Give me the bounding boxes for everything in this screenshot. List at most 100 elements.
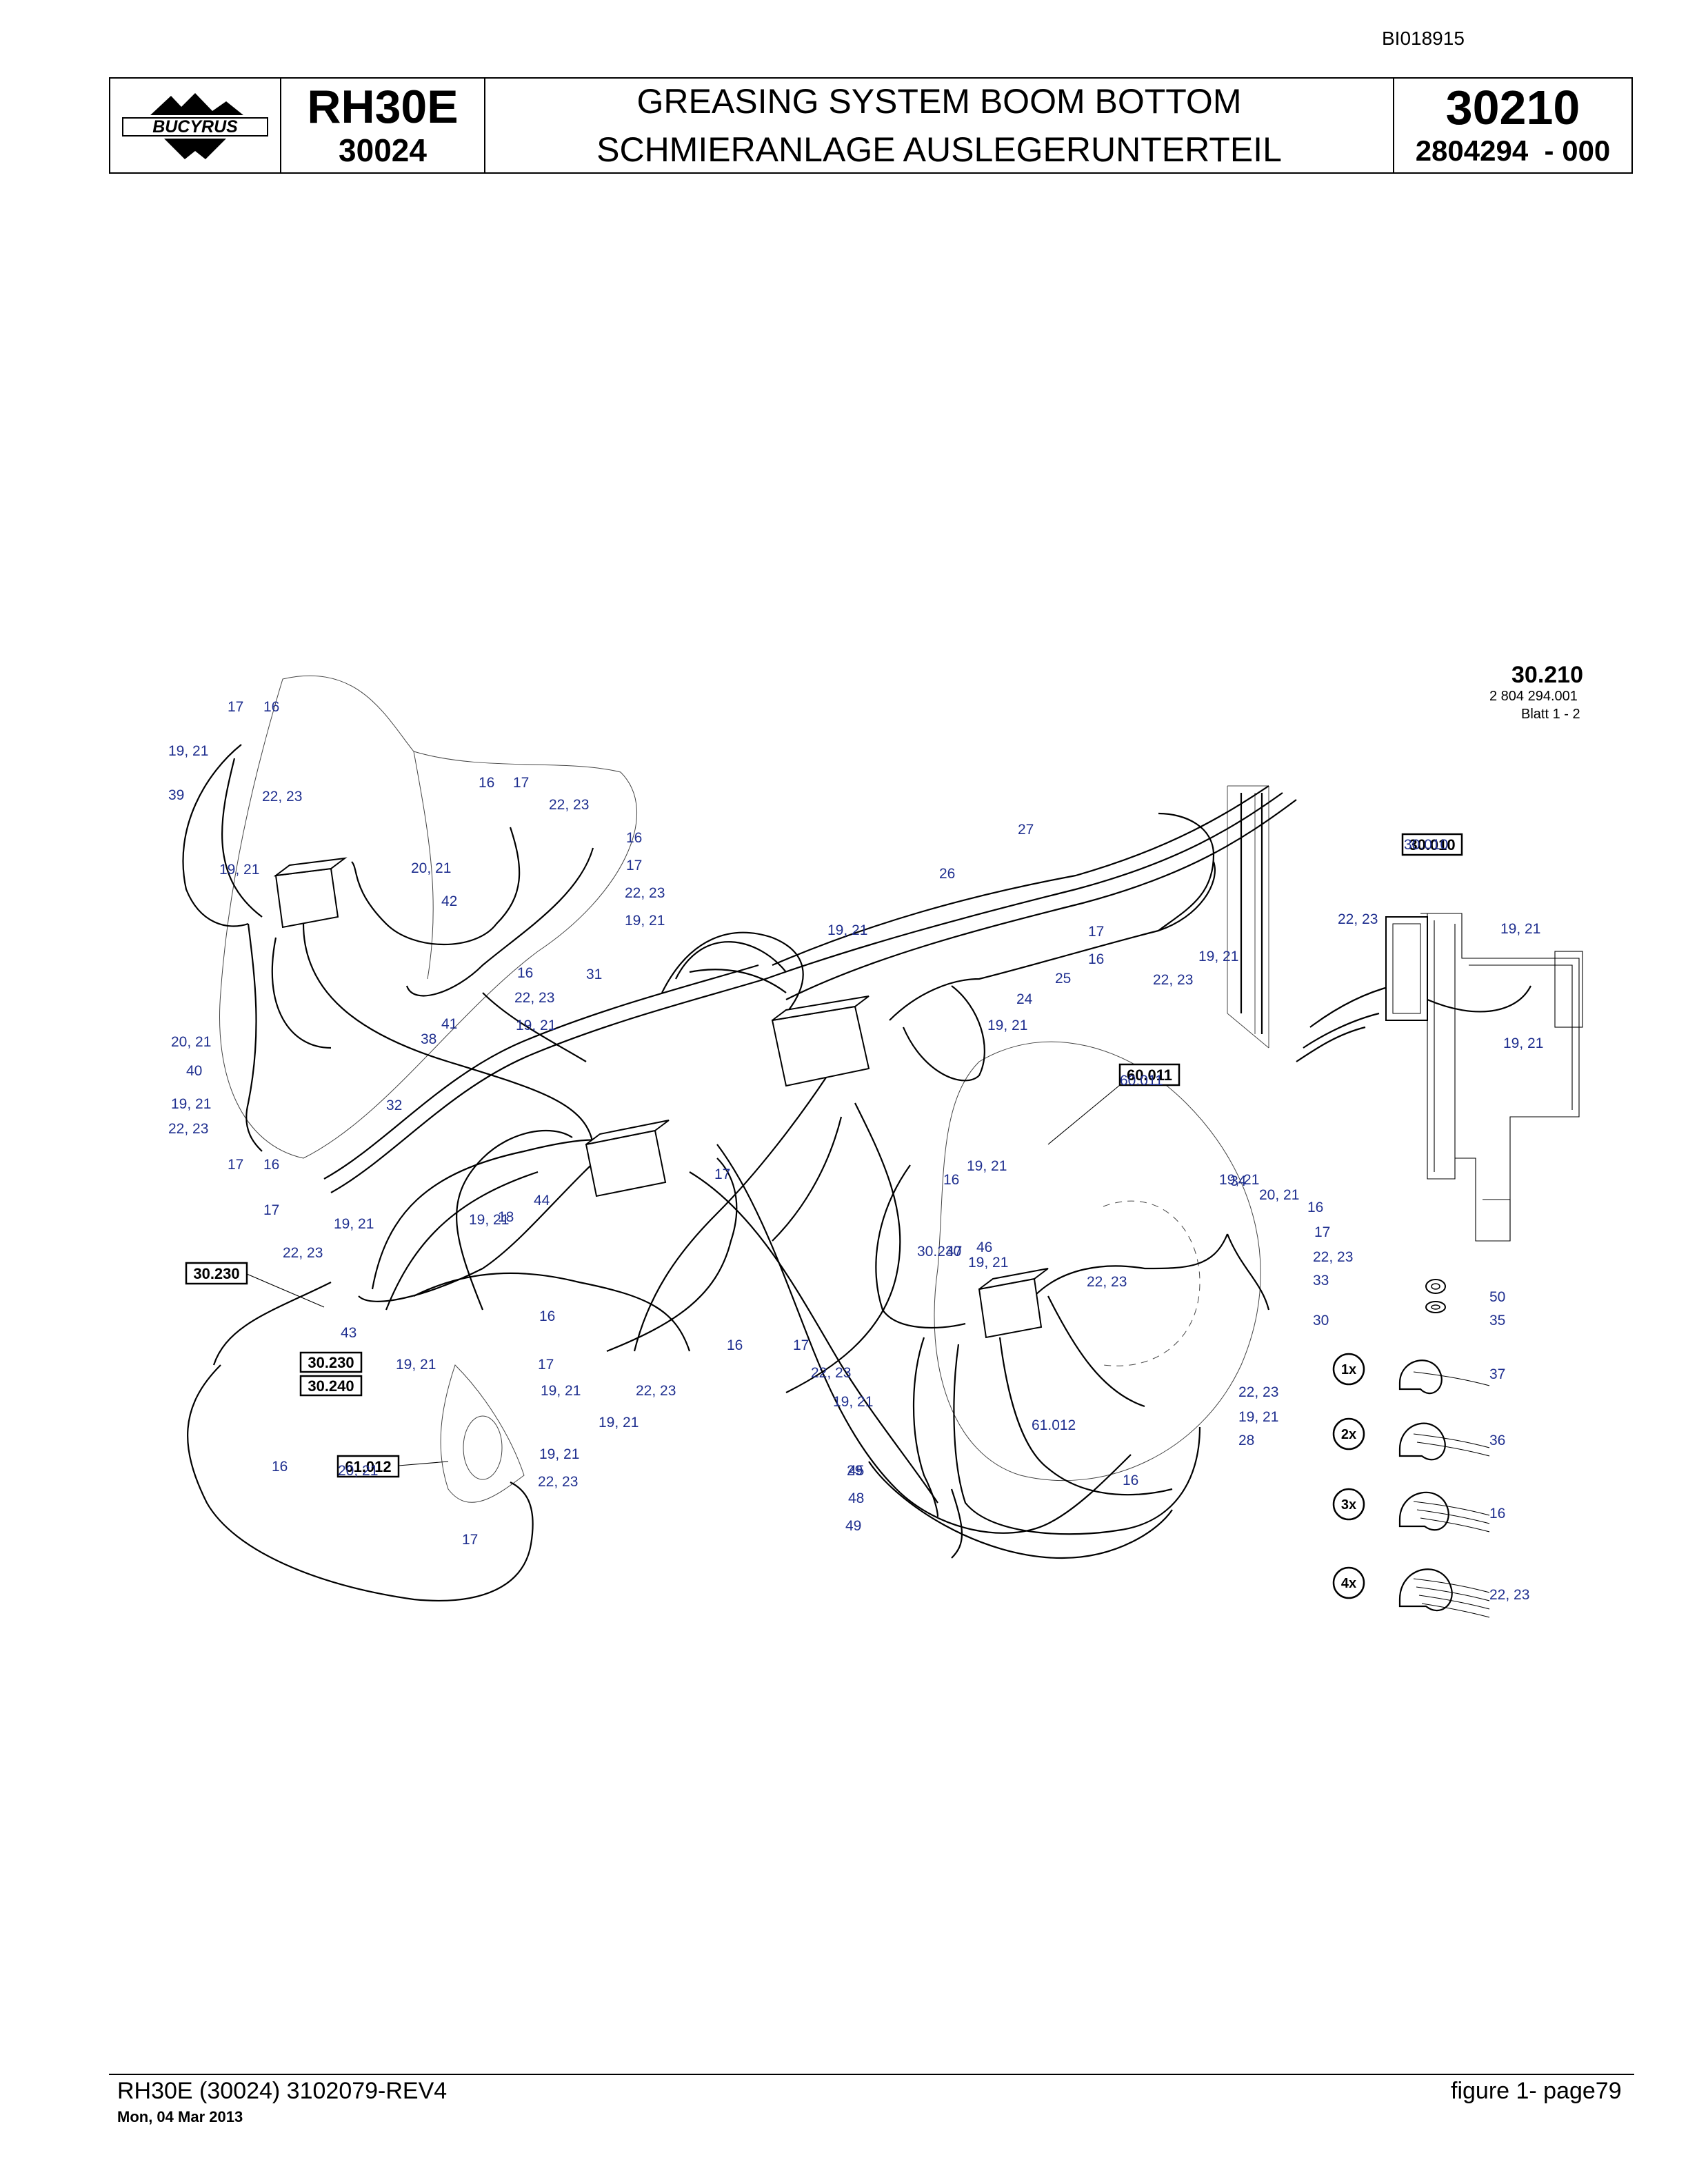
callout-label: 17: [1088, 924, 1104, 940]
callout-label: 44: [534, 1193, 550, 1209]
callout-label: 17: [626, 858, 642, 873]
callout-label: 41: [441, 1016, 457, 1032]
callout-label: 35: [1489, 1313, 1505, 1328]
callout-label: 19, 21: [1198, 949, 1238, 964]
callout-label: 19, 21: [967, 1158, 1007, 1174]
ref-30-230-b: 30.230: [308, 1354, 354, 1371]
callout-label: 17: [228, 699, 243, 715]
callout-label: 17: [462, 1532, 478, 1548]
clamp-part-49: [1398, 1491, 1490, 1533]
callout-label: 22, 23: [538, 1474, 578, 1490]
ref-box: [299, 1351, 363, 1373]
footer-date: Mon, 04 Mar 2013: [117, 2108, 243, 2125]
callout-label: 22, 23: [636, 1383, 676, 1399]
clamp-part-48: [1398, 1422, 1490, 1461]
clamp-qty-3x: 3x: [1341, 1497, 1356, 1513]
callout-label: 17: [538, 1357, 554, 1373]
clamp-part-50: [1398, 1568, 1490, 1618]
sheet-label: Blatt 1 - 2: [1521, 707, 1580, 722]
ref-30-010: 30.010: [1409, 836, 1455, 853]
callout-label: 22, 23: [1338, 911, 1378, 927]
callout-label: 61.012: [1032, 1417, 1076, 1433]
title-block: BUCYRUS RH30E 30024 GREASING SYSTEM BOOM…: [109, 77, 1633, 174]
callout-label: 19, 21: [171, 1096, 211, 1112]
callout-label: 19, 21: [541, 1383, 581, 1399]
callout-label: 19, 21: [539, 1446, 579, 1462]
callout-label: 16: [1489, 1506, 1505, 1521]
callout-label: 16: [479, 775, 494, 791]
callout-label: 19, 21: [625, 913, 665, 929]
callout-label: 16: [539, 1308, 555, 1324]
callout-label: 22, 23: [625, 885, 665, 901]
ref-60-011: 60.011: [1127, 1066, 1172, 1084]
callout-label: 16: [1088, 951, 1104, 967]
callout-label: 17: [793, 1337, 809, 1353]
callout-label: 30.010: [1404, 837, 1448, 853]
callout-label: 19, 21: [1503, 1035, 1543, 1051]
callout-label: 43: [341, 1325, 356, 1341]
callout-label: 16: [263, 1157, 279, 1173]
callout-label: 30.230: [917, 1244, 961, 1260]
callout-label: 20, 21: [411, 860, 451, 876]
qty-marker: [1332, 1488, 1365, 1521]
footer-rule: [109, 2074, 1634, 2075]
qty-marker: [1332, 1417, 1365, 1450]
callout-label: 17: [714, 1166, 730, 1182]
boom-outlines: [219, 675, 1269, 1503]
callout-label: 37: [1489, 1366, 1505, 1382]
callout-label: 16: [1307, 1200, 1323, 1215]
callout-label: 34: [1230, 1173, 1247, 1189]
ref-30-230: 30.230: [193, 1265, 239, 1282]
ref-box: [336, 1455, 400, 1478]
ref-box: [1401, 833, 1463, 856]
footer-page: figure 1- page79: [1451, 2078, 1622, 2104]
sheet-drawing-number: 2 804 294.001: [1489, 689, 1578, 704]
callout-label: 19, 21: [1238, 1409, 1278, 1425]
distributor-block: [273, 857, 348, 929]
callout-label: 19, 21: [599, 1415, 639, 1430]
callout-label: 28: [1238, 1433, 1254, 1448]
callout-label: 19, 21: [968, 1255, 1008, 1271]
callout-label: 22, 23: [1153, 972, 1193, 988]
callout-label: 24: [1016, 991, 1033, 1007]
qty-marker: [1332, 1353, 1365, 1386]
ref-box: [185, 1262, 248, 1285]
callout-label: 50: [1489, 1289, 1505, 1305]
callout-label: 22, 23: [1313, 1249, 1353, 1265]
callout-label: 27: [1018, 822, 1034, 838]
callout-label: 16: [943, 1172, 959, 1188]
callout-label: 60.011: [1120, 1073, 1163, 1089]
title-cell: GREASING SYSTEM BOOM BOTTOM SCHMIERANLAG…: [485, 79, 1394, 172]
support-bracket: [1420, 913, 1583, 1242]
distributor-block: [1385, 916, 1428, 1021]
distributor-block: [978, 1268, 1049, 1339]
callout-label: 17: [228, 1157, 243, 1173]
callout-label: 31: [586, 967, 602, 982]
callout-label: 19, 21: [396, 1357, 436, 1373]
callout-label: 19, 21: [833, 1394, 873, 1410]
callout-label: 19, 21: [827, 922, 867, 938]
distributor-block: [585, 1120, 670, 1197]
callout-label: 19, 21: [219, 862, 259, 878]
callout-label: 29: [847, 1463, 863, 1479]
ref-box: [299, 1375, 363, 1397]
callout-label: 19, 21: [469, 1212, 509, 1228]
callout-label: 19, 21: [1219, 1172, 1259, 1188]
callout-label: 45: [848, 1463, 864, 1479]
callout-label: 22, 23: [283, 1245, 323, 1261]
document-id: BI018915: [1382, 28, 1465, 49]
ref-30-240: 30.240: [308, 1377, 354, 1395]
logo-cell: BUCYRUS: [110, 79, 281, 172]
parts-legend: 1x 2x 3x 4x: [1332, 1279, 1490, 1618]
callout-label: 22, 23: [811, 1365, 851, 1381]
model-cell: RH30E 30024: [281, 79, 485, 172]
clamp-part-47: [1398, 1359, 1490, 1395]
callout-label: 22, 23: [549, 797, 589, 813]
callout-label: 18: [498, 1209, 514, 1225]
callout-label: 17: [513, 775, 529, 791]
callout-label: 39: [168, 787, 184, 803]
callout-label: 22, 23: [1238, 1384, 1278, 1400]
distributor-block: [771, 995, 870, 1087]
